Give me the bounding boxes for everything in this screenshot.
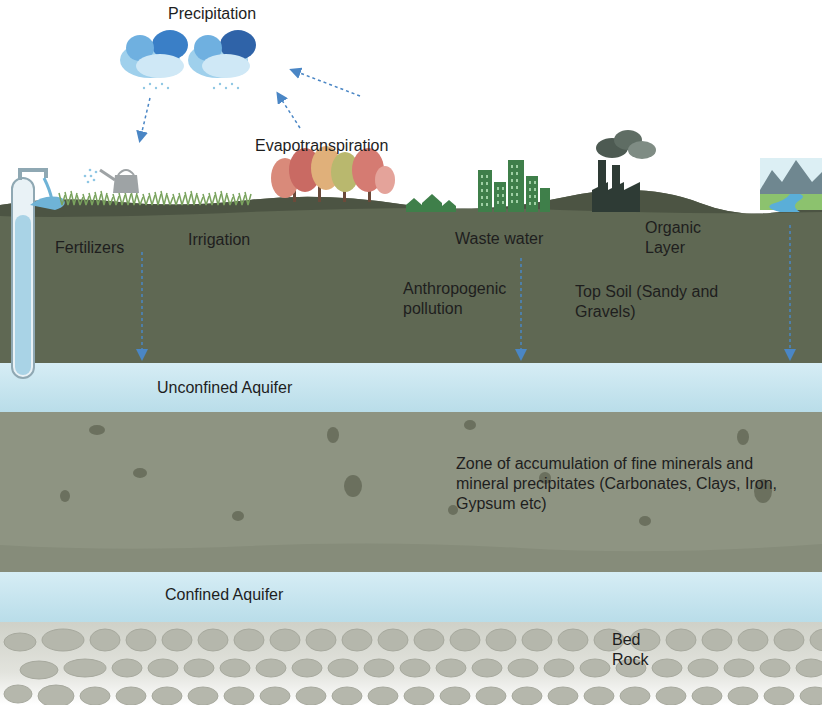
accumulation-zone — [0, 412, 822, 572]
band-label: Unconfined Aquifer — [157, 378, 292, 398]
bedrock-stones — [4, 629, 822, 705]
top-soil — [0, 190, 822, 365]
water-stream — [44, 178, 52, 200]
rain-clouds — [120, 30, 256, 89]
factory — [592, 130, 656, 212]
evapotranspiration-label: Evapotranspiration — [255, 136, 388, 156]
fertilizer-label: Fertilizers — [55, 238, 124, 258]
unconfined-aquifer: Unconfined Aquifer — [0, 363, 822, 412]
wastewater-label: Waste water — [455, 229, 543, 249]
organic-layer — [0, 190, 822, 217]
watering-can — [84, 169, 139, 193]
band-label: Bed Rock — [612, 630, 664, 670]
flow-arrows — [140, 70, 790, 358]
band-label: Zone of accumulation of fine minerals an… — [456, 454, 791, 514]
well-water — [15, 215, 31, 375]
organic-layer-label: Organic Layer — [645, 218, 735, 258]
building-windows — [481, 165, 536, 206]
bedrock-layer: Bed Rock — [0, 622, 822, 705]
pollution-label: Anthropogenic pollution — [403, 279, 523, 319]
confined-aquifer-band — [0, 572, 822, 622]
well-pipe — [12, 178, 34, 378]
precipitation-label: Precipitation — [168, 4, 256, 24]
confined-aquifer: Confined Aquifer — [0, 572, 822, 622]
bedrock-band — [0, 622, 822, 705]
city-buildings — [406, 160, 550, 212]
irrigation-label: Irrigation — [188, 230, 250, 250]
mineral-pebbles — [60, 420, 772, 526]
crop-grass — [59, 191, 251, 205]
landscape-river — [760, 158, 822, 212]
well-tap — [20, 170, 46, 180]
trees — [271, 146, 395, 202]
zone-lower-layer — [0, 543, 822, 572]
pond — [30, 197, 65, 210]
band-label: Confined Aquifer — [165, 585, 283, 605]
unconfined-aquifer-band — [0, 363, 822, 412]
topsoil-label: Top Soil (Sandy and Gravels) — [575, 282, 725, 322]
accumulation-zone: Zone of accumulation of fine minerals an… — [0, 412, 822, 572]
